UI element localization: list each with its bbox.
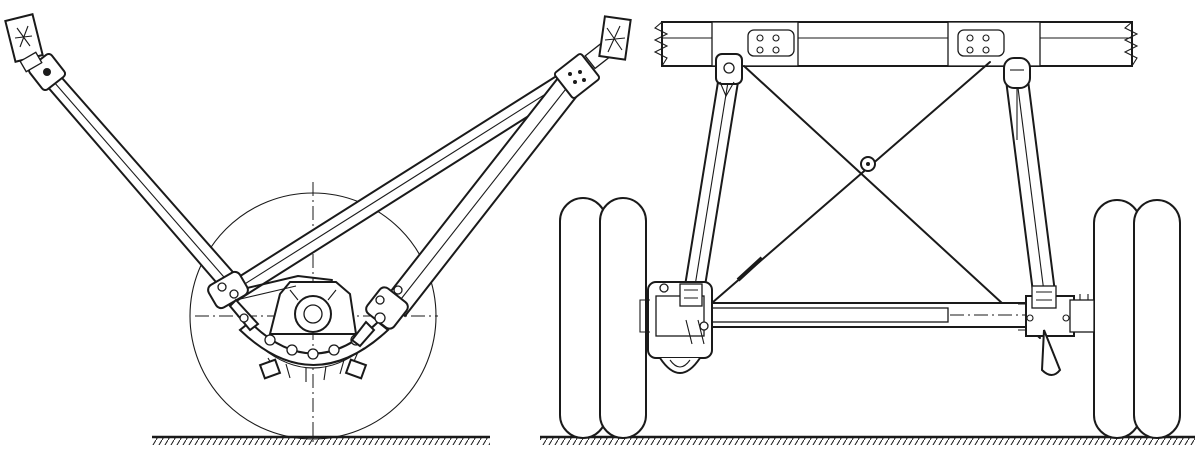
fitting-plate-right bbox=[957, 29, 1005, 57]
left-knuckle bbox=[639, 281, 713, 374]
wheel-hub bbox=[229, 275, 390, 382]
side-view bbox=[4, 13, 632, 445]
fitting-plate-left bbox=[747, 29, 795, 57]
front-view bbox=[540, 21, 1195, 445]
rear-strut-fitting bbox=[350, 285, 409, 348]
mount-bracket-right bbox=[553, 15, 632, 99]
ground-line-right bbox=[540, 435, 1195, 445]
mount-bracket-left bbox=[4, 13, 44, 73]
ground-line-left bbox=[152, 435, 490, 445]
wheel-pair-left bbox=[559, 197, 647, 439]
left-strut bbox=[682, 53, 743, 293]
wheel-pair-right bbox=[1093, 199, 1181, 439]
right-strut bbox=[1003, 57, 1058, 301]
rear-strut bbox=[382, 76, 582, 318]
front-strut bbox=[27, 52, 241, 291]
right-knuckle bbox=[1018, 285, 1095, 376]
front-strut-fitting bbox=[207, 270, 260, 332]
bracing-wires bbox=[689, 61, 1041, 339]
diagonal-strut bbox=[224, 68, 578, 302]
